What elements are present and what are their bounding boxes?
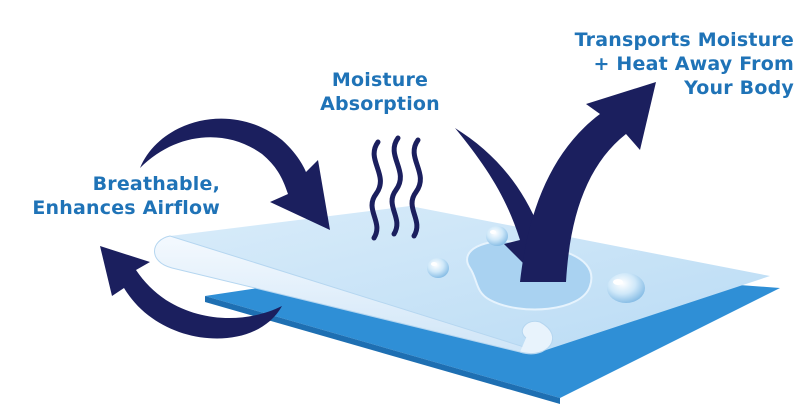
curved-arrow-icon [140,118,330,230]
moisture-wave-icon [369,135,423,241]
label-airflow-line2: Enhances Airflow [32,197,220,219]
fabric-curl [519,320,553,354]
label-airflow: Breathable, Enhances Airflow [8,172,220,220]
label-absorption-line2: Absorption [320,93,440,115]
label-transport-line3: Your Body [684,77,794,99]
fabric-base-edge [205,296,560,404]
label-airflow-line1: Breathable, [92,173,220,195]
fabric-top-layer [170,206,770,352]
water-droplet-icon [427,226,645,303]
label-absorption: Moisture Absorption [300,68,460,116]
curved-arrow-icon [100,246,282,339]
label-transport-line2: + Heat Away From [593,53,794,75]
label-transport: Transports Moisture + Heat Away From You… [500,28,794,100]
curved-arrow-icon [520,82,656,282]
label-transport-line1: Transports Moisture [574,29,794,51]
label-absorption-line1: Moisture [331,69,429,91]
